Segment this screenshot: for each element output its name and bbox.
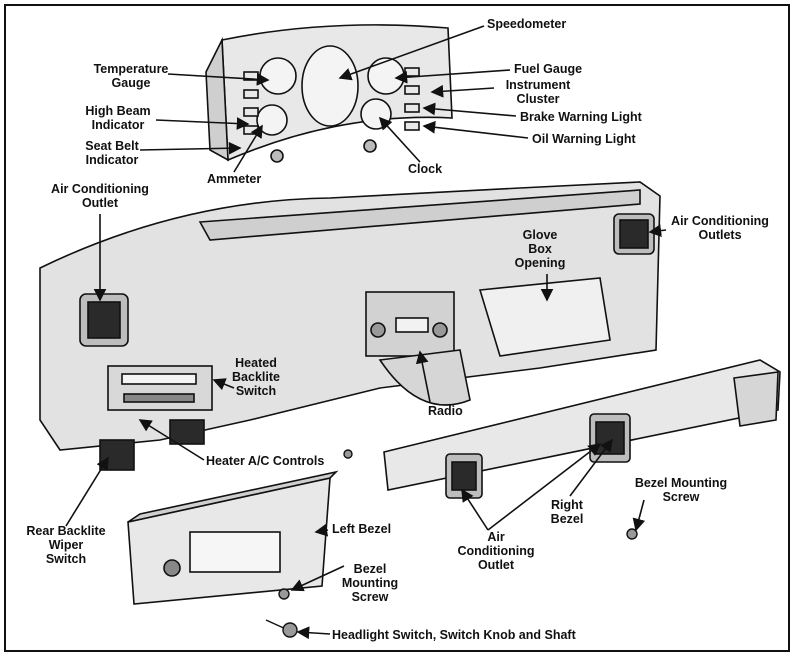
label-seat-belt-indicator: Seat Belt Indicator [85,139,139,167]
instrument-cluster-drawing [205,24,453,163]
label-ac-outlet-left: Air Conditioning Outlet [51,182,149,210]
label-heated-backlite-switch: Heated Backlite Switch [232,356,280,398]
label-high-beam-indicator: High Beam Indicator [85,104,151,132]
label-speedometer: Speedometer [487,17,567,31]
diagram-border [4,4,790,652]
label-left-bezel: Left Bezel [332,522,392,536]
label-headlight-switch: Headlight Switch, Switch Knob and Shaft [332,628,576,642]
right-bezel-drawing [383,359,781,499]
label-bezel-mounting-screw-left: Bezel Mounting Screw [341,562,399,604]
label-radio: Radio [428,404,463,418]
label-heater-ac-controls: Heater A/C Controls [206,454,325,468]
label-temperature-gauge: Temperature Gauge [93,62,169,90]
label-bezel-mounting-screw-right: Bezel Mounting Screw [634,476,728,504]
label-brake-warning-light: Brake Warning Light [520,110,642,124]
label-clock: Clock [408,162,443,176]
label-rear-backlite-wiper-switch: Rear Backlite Wiper Switch [26,524,106,566]
label-right-bezel: Right Bezel [550,498,584,526]
dash-panel-drawing [39,181,661,471]
left-bezel-drawing [127,470,339,605]
leader-lines [65,25,667,640]
label-ammeter: Ammeter [207,172,262,186]
label-oil-warning-light: Oil Warning Light [532,132,636,146]
label-ac-outlets-right: Air Conditioning Outlets [671,214,769,242]
label-glove-box-opening: Glove Box Opening [514,228,566,270]
label-fuel-gauge: Fuel Gauge [514,62,583,76]
label-instrument-cluster: Instrument Cluster [505,78,571,106]
label-ac-outlet-bottom: Air Conditioning Outlet [457,530,535,572]
